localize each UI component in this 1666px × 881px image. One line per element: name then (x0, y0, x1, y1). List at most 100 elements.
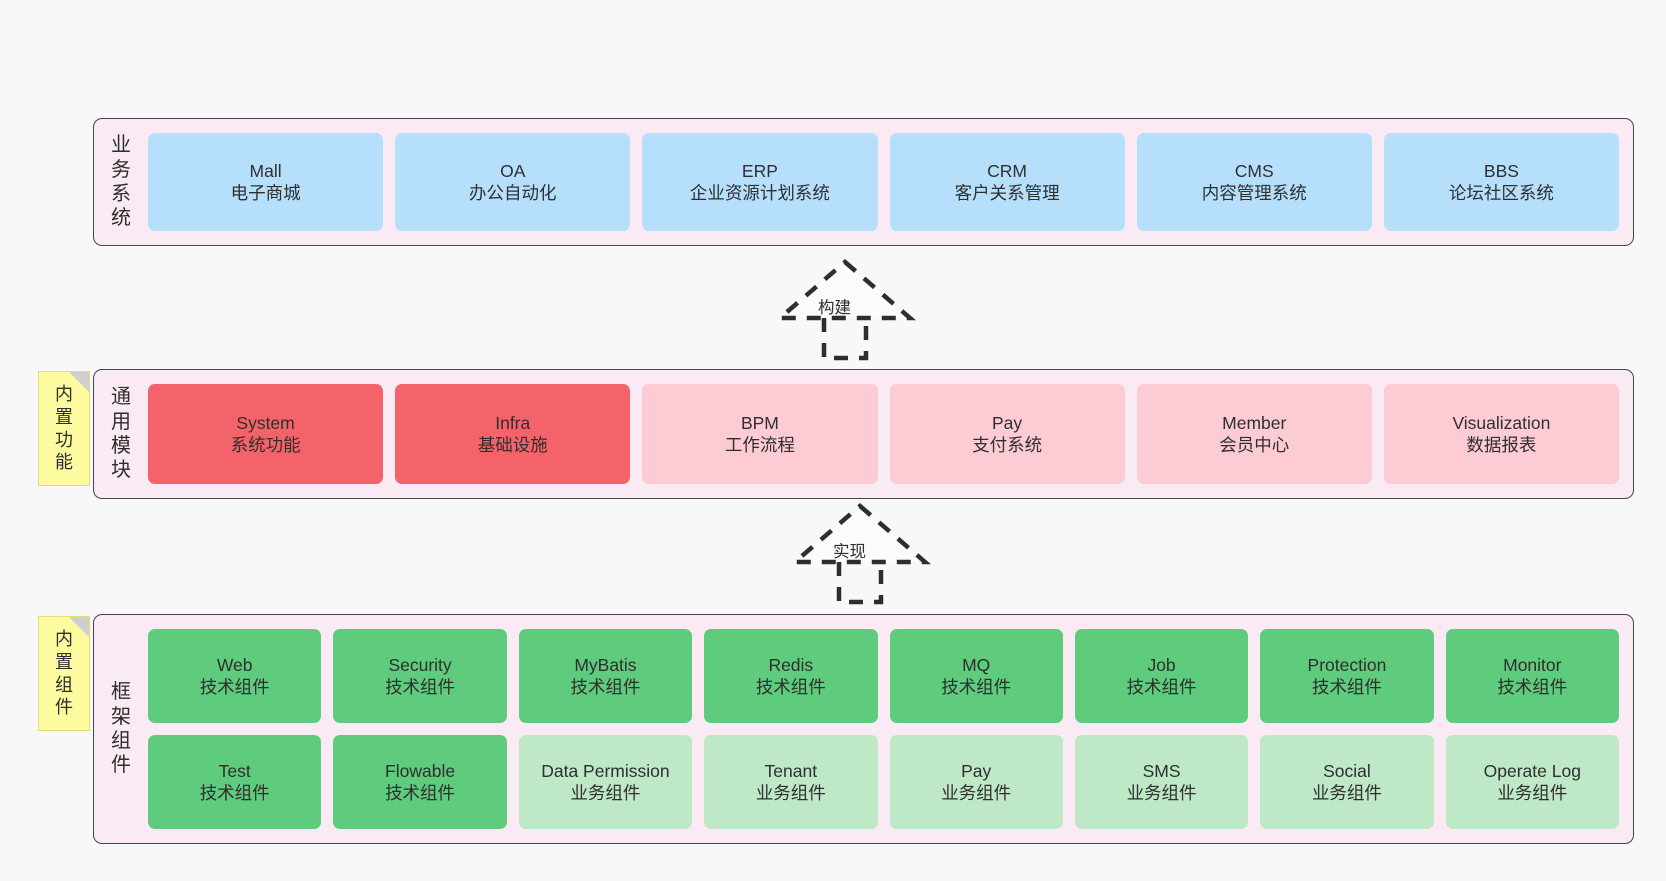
note-builtin-components: 内 置 组 件 (38, 616, 90, 731)
component-card-desc: 技术组件 (755, 677, 826, 697)
component-card-title: Tenant (764, 760, 818, 781)
module-card-mall[interactable]: Mall 电子商城 (148, 133, 384, 231)
component-card-desc: 技术组件 (199, 677, 270, 697)
component-card-title: Web (216, 654, 253, 675)
note-char: 置 (55, 406, 73, 427)
component-card-desc: 业务组件 (1497, 783, 1568, 803)
component-card-title: Security (388, 654, 452, 675)
component-card-operate-log[interactable]: Operate Log 业务组件 (1445, 735, 1619, 829)
component-card-web[interactable]: Web 技术组件 (148, 629, 322, 723)
module-card-desc: 支付系统 (972, 435, 1043, 455)
layer-common-modules-label: 通 用 模 块 (94, 370, 148, 498)
component-card-desc: 技术组件 (1126, 677, 1197, 697)
module-card-desc: 电子商城 (230, 183, 301, 203)
module-card-visualization[interactable]: Visualization 数据报表 (1383, 384, 1619, 484)
component-card-title: Operate Log (1483, 760, 1581, 781)
module-card-system[interactable]: System 系统功能 (148, 384, 384, 484)
component-card-desc: 技术组件 (385, 783, 456, 803)
component-card-desc: 业务组件 (1126, 783, 1197, 803)
module-card-erp[interactable]: ERP 企业资源计划系统 (642, 133, 878, 231)
component-card-pay[interactable]: Pay 业务组件 (889, 735, 1063, 829)
component-card-desc: 技术组件 (199, 783, 270, 803)
layer-label-char: 件 (111, 754, 131, 777)
module-card-desc: 基础设施 (477, 435, 548, 455)
component-card-mybatis[interactable]: MyBatis 技术组件 (518, 629, 693, 723)
layer-common-modules: 通 用 模 块 System 系统功能 Infra 基础设施 BPM 工作流程 … (93, 369, 1634, 499)
module-card-title: Pay (992, 412, 1023, 433)
note-char: 组 (55, 674, 73, 695)
module-card-desc: 数据报表 (1466, 435, 1537, 455)
note-char: 内 (55, 384, 73, 405)
component-card-sms[interactable]: SMS 业务组件 (1074, 735, 1249, 829)
component-card-desc: 业务组件 (1311, 783, 1382, 803)
component-card-test[interactable]: Test 技术组件 (148, 735, 322, 829)
component-card-security[interactable]: Security 技术组件 (333, 629, 507, 723)
layer-framework-components-label: 框 架 组 件 (94, 615, 148, 843)
component-card-protection[interactable]: Protection 技术组件 (1260, 629, 1434, 723)
note-builtin-features: 内 置 功 能 (38, 371, 90, 486)
layer-label-char: 业 (111, 134, 131, 157)
layer-label-char: 架 (111, 705, 131, 728)
module-card-title: BPM (740, 412, 779, 433)
component-card-title: Flowable (385, 760, 456, 781)
module-card-cms[interactable]: CMS 内容管理系统 (1136, 133, 1372, 231)
component-card-title: Pay (961, 760, 992, 781)
component-card-title: Test (218, 760, 251, 781)
arrow-shaft (821, 318, 869, 361)
component-card-tenant[interactable]: Tenant 业务组件 (704, 735, 878, 829)
component-card-desc: 技术组件 (385, 677, 456, 697)
note-char: 功 (55, 429, 73, 450)
note-char: 内 (55, 629, 73, 650)
component-card-flowable[interactable]: Flowable 技术组件 (333, 735, 507, 829)
module-card-title: OA (500, 160, 526, 181)
module-card-title: System (236, 412, 295, 433)
note-char: 置 (55, 651, 73, 672)
note-fold-icon (69, 372, 89, 392)
component-card-title: Protection (1307, 654, 1387, 675)
module-card-crm[interactable]: CRM 客户关系管理 (889, 133, 1125, 231)
module-card-title: Infra (495, 412, 531, 433)
component-card-job[interactable]: Job 技术组件 (1074, 629, 1249, 723)
component-card-title: MQ (962, 654, 991, 675)
module-card-infra[interactable]: Infra 基础设施 (395, 384, 631, 484)
layer-label-char: 通 (111, 386, 131, 409)
layer-common-modules-cells: System 系统功能 Infra 基础设施 BPM 工作流程 Pay 支付系统… (148, 370, 1633, 498)
component-card-redis[interactable]: Redis 技术组件 (704, 629, 878, 723)
module-card-desc: 企业资源计划系统 (689, 183, 830, 203)
layer-label-char: 用 (111, 410, 131, 433)
module-card-desc: 内容管理系统 (1201, 183, 1307, 203)
module-card-member[interactable]: Member 会员中心 (1136, 384, 1372, 484)
component-card-data-permission[interactable]: Data Permission 业务组件 (518, 735, 693, 829)
module-card-desc: 论坛社区系统 (1448, 183, 1554, 203)
module-card-bpm[interactable]: BPM 工作流程 (642, 384, 878, 484)
connector-build: 构建 (760, 258, 930, 362)
layer-business-systems-label: 业 务 系 统 (94, 119, 148, 245)
note-char: 能 (55, 452, 73, 473)
module-card-title: Visualization (1452, 412, 1551, 433)
component-card-title: Monitor (1503, 654, 1562, 675)
note-char: 件 (55, 697, 73, 718)
layer-framework-components: 框 架 组 件 Web 技术组件 Security 技术组件 MyBatis 技… (93, 614, 1634, 844)
component-card-desc: 技术组件 (570, 677, 641, 697)
module-card-bbs[interactable]: BBS 论坛社区系统 (1383, 133, 1619, 231)
module-card-title: ERP (741, 160, 778, 181)
component-card-desc: 技术组件 (1497, 677, 1568, 697)
component-card-title: MyBatis (574, 654, 637, 675)
component-card-title: Redis (768, 654, 814, 675)
module-card-pay[interactable]: Pay 支付系统 (889, 384, 1125, 484)
layer-business-systems: 业 务 系 统 Mall 电子商城 OA 办公自动化 ERP 企业资源计划系统 … (93, 118, 1634, 246)
module-card-desc: 系统功能 (230, 435, 301, 455)
component-card-mq[interactable]: MQ 技术组件 (889, 629, 1063, 723)
module-card-oa[interactable]: OA 办公自动化 (395, 133, 631, 231)
module-card-title: BBS (1483, 160, 1519, 181)
connector-implement: 实现 (775, 502, 945, 606)
component-card-social[interactable]: Social 业务组件 (1260, 735, 1434, 829)
component-card-title: Data Permission (541, 760, 670, 781)
component-card-monitor[interactable]: Monitor 技术组件 (1445, 629, 1619, 723)
component-card-title: Social (1323, 760, 1371, 781)
note-fold-icon (69, 617, 89, 637)
arrowhead-triangle (773, 259, 917, 321)
layer-framework-components-cells: Web 技术组件 Security 技术组件 MyBatis 技术组件 Redi… (148, 615, 1633, 843)
component-card-desc: 业务组件 (941, 783, 1012, 803)
